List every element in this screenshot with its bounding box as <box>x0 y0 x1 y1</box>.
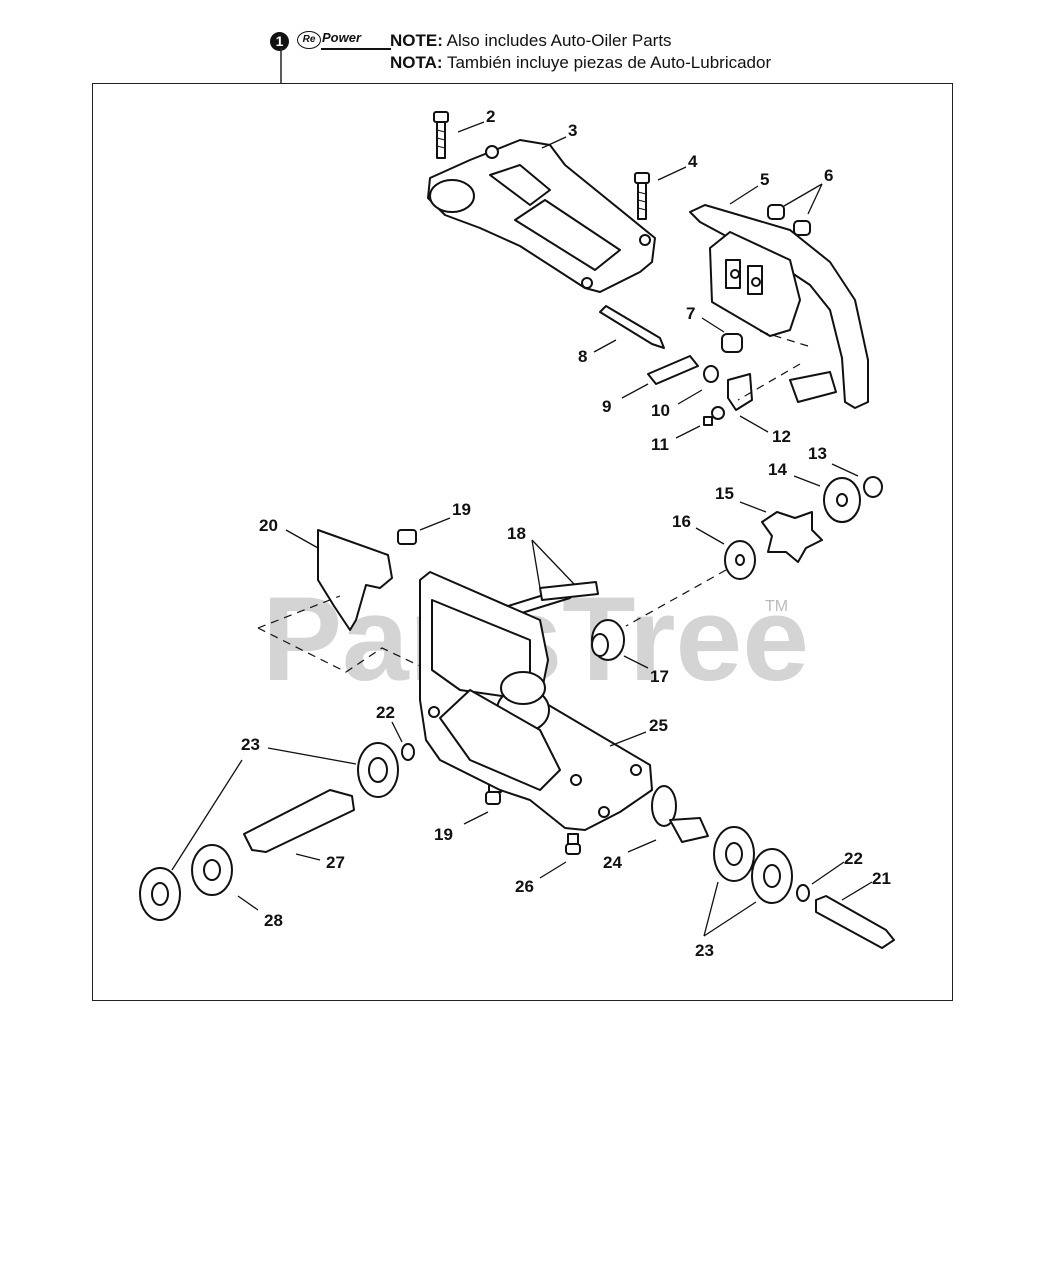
nut-part <box>767 204 811 236</box>
bearing-part <box>357 742 399 798</box>
pinion-gear-part <box>651 785 709 843</box>
callout-label: 23 <box>695 941 714 960</box>
clamp-housing-part <box>427 139 656 293</box>
repower-text: Power <box>322 30 362 45</box>
callout-label: 3 <box>568 121 577 140</box>
callout-label: 7 <box>686 304 695 323</box>
callout-label: 6 <box>824 166 833 185</box>
callout-label: 21 <box>872 869 891 888</box>
bearing-part <box>751 848 793 904</box>
chain-guard-part <box>689 204 869 409</box>
bearing-part <box>713 826 755 882</box>
bolt-part <box>634 172 650 220</box>
repower-re-badge: Re <box>297 31 321 49</box>
gear-case-part <box>419 571 653 831</box>
note-spanish: NOTA: También incluye piezas de Auto-Lub… <box>390 53 772 72</box>
callout-label: 14 <box>768 460 787 479</box>
callout-label: 8 <box>578 347 587 366</box>
callout-label: 24 <box>603 853 622 872</box>
washer-part <box>823 477 861 523</box>
sprocket-part <box>761 511 823 563</box>
callout-label: 27 <box>326 853 345 872</box>
bearing-part <box>139 867 181 921</box>
drive-shaft-part <box>243 789 355 853</box>
callout-label: 17 <box>650 667 669 686</box>
washer-part <box>724 540 756 580</box>
washer-part <box>703 365 719 383</box>
adjust-shaft-part <box>647 355 699 385</box>
note-english: NOTE: Also includes Auto-Oiler Parts <box>390 31 672 50</box>
diagram-frame <box>92 83 953 1001</box>
snap-ring-part <box>796 884 810 902</box>
callout-label: 13 <box>808 444 827 463</box>
callout-label: 10 <box>651 401 670 420</box>
callout-label: 12 <box>772 427 791 446</box>
bolt-part <box>565 833 581 855</box>
callout-label: 22 <box>844 849 863 868</box>
reference-bullet: 1 <box>270 32 289 51</box>
callout-label: 4 <box>688 152 698 171</box>
callout-label: 19 <box>434 825 453 844</box>
callout-label: 15 <box>715 484 734 503</box>
blade-pin-part <box>815 895 895 949</box>
bolt-part <box>433 111 449 159</box>
callout-label: 25 <box>649 716 668 735</box>
block-part <box>727 373 753 411</box>
snap-ring-part <box>401 743 415 761</box>
callout-label: 18 <box>507 524 526 543</box>
gear-nut-part <box>591 619 625 661</box>
callout-label: 20 <box>259 516 278 535</box>
callout-label: 11 <box>651 435 669 454</box>
repower-arrow-icon <box>321 48 391 50</box>
pin-part <box>599 305 665 349</box>
bolt-part <box>397 529 417 545</box>
callout-label: 22 <box>376 703 395 722</box>
callout-label: 16 <box>672 512 691 531</box>
stud-part <box>507 581 599 617</box>
callout-label: 2 <box>486 107 495 126</box>
callout-label: 23 <box>241 735 260 754</box>
callout-label: 19 <box>452 500 471 519</box>
adjuster-part <box>721 333 743 353</box>
mounting-plate-part <box>317 529 393 631</box>
retaining-ring-part <box>863 476 883 498</box>
callout-label: 9 <box>602 397 611 416</box>
screw-part <box>703 406 725 426</box>
callout-label: 26 <box>515 877 534 896</box>
callout-label: 5 <box>760 170 769 189</box>
watermark-tm: TM <box>765 598 788 615</box>
callout-label: 28 <box>264 911 283 930</box>
gear-part <box>191 844 233 896</box>
